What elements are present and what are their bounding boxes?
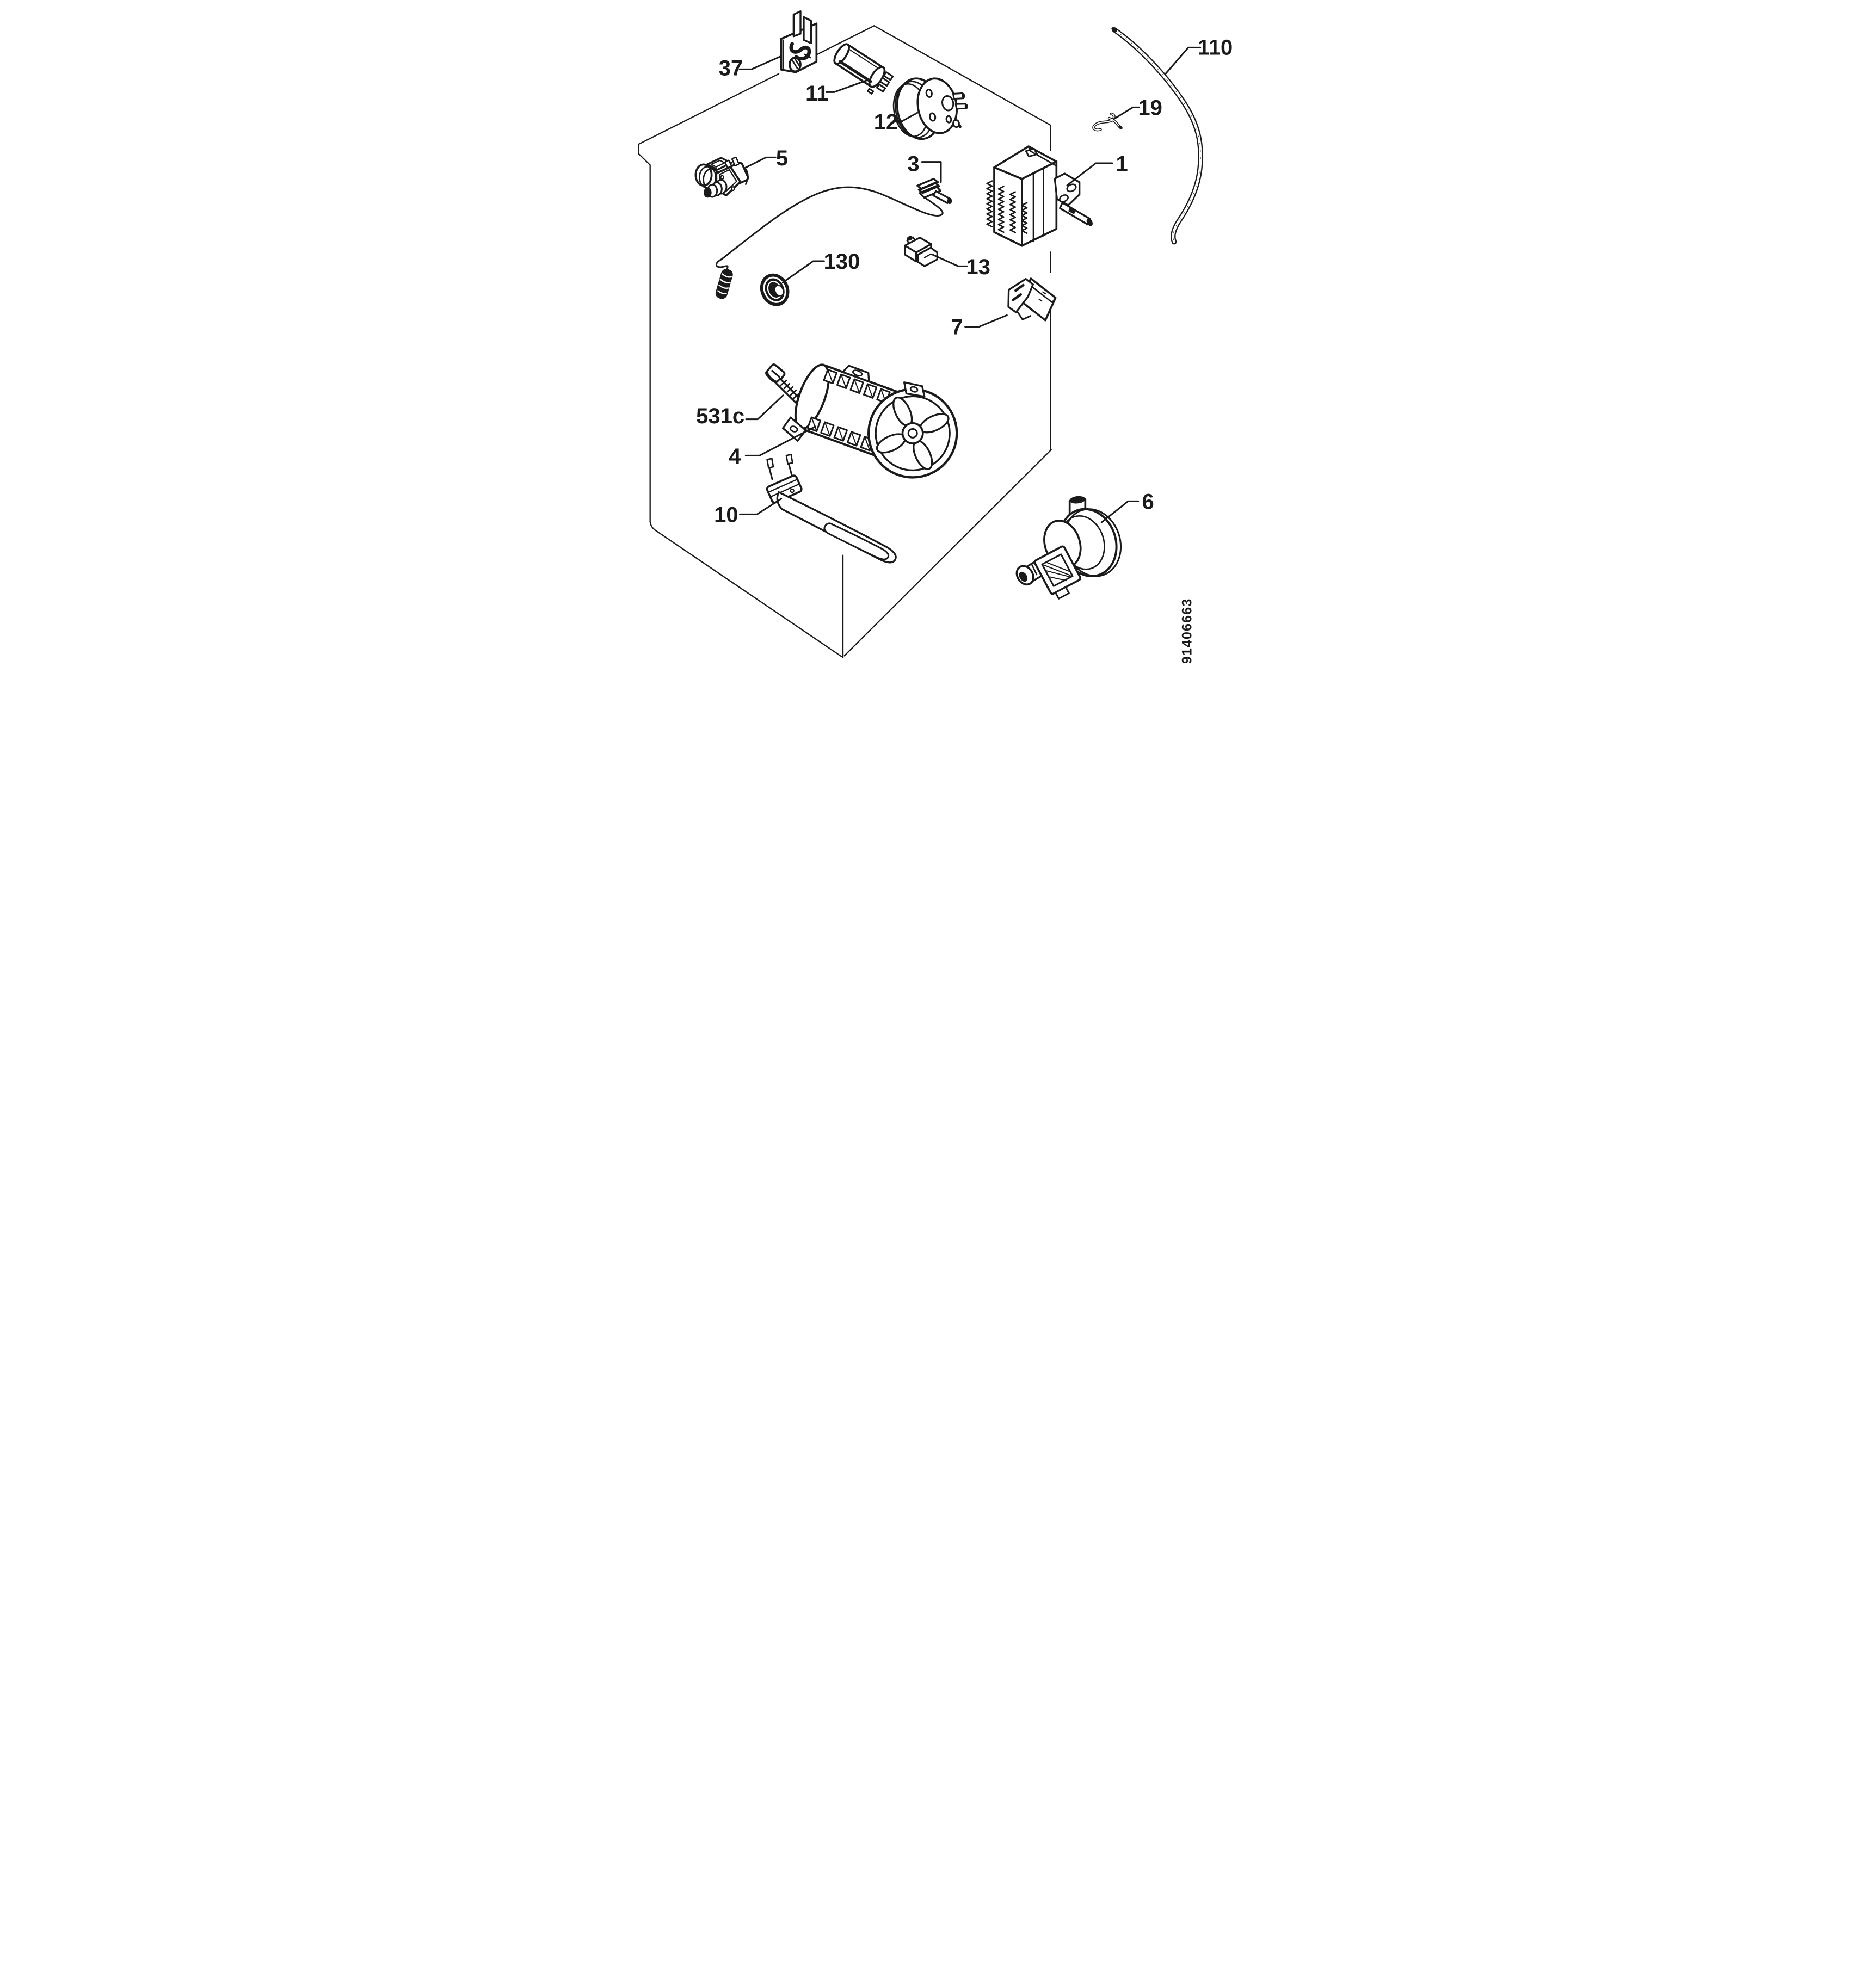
part-4-motor [782,363,958,479]
callout-130: 130 [824,250,860,274]
callout-3: 3 [907,152,919,176]
valve-top-box [706,157,732,171]
timer-left-face [993,166,1023,247]
callout-1: 1 [1116,152,1128,176]
heater-terminals [766,453,793,469]
part-1-timer [986,145,1093,247]
timer-right-face [1021,160,1058,247]
callout-19: 19 [1138,96,1162,120]
doc-number: 91406663 [1180,598,1195,663]
part-7-suppressor [1007,277,1057,322]
callout-4: 4 [729,444,741,468]
part-37-mounting-bracket [780,10,818,73]
switch-lower-block [917,246,938,267]
callout-13: 13 [966,255,990,279]
part-19-clip [1092,112,1123,132]
thermostat-shaft [932,190,951,204]
heater-inner-hairpin [823,522,890,560]
part-11-capacitor [833,43,894,95]
bracket-channel [792,10,812,44]
callout-6: 6 [1142,490,1154,514]
screw-threads [780,379,799,399]
capillary-tube [716,186,944,270]
exploded-view-drawing: 37 11 12 110 19 5 3 1 130 13 7 531c 4 10… [638,10,1233,663]
leader-lines [738,46,1202,523]
callout-10: 10 [714,503,738,527]
hose-tube [1111,27,1203,245]
part-12-pressure-switch [892,77,968,140]
timer-shaft [1058,201,1092,226]
part-531c-screw [765,363,801,404]
callout-leaders [738,46,1202,523]
callout-110: 110 [1198,36,1233,60]
bracket-spring-clip [789,42,811,61]
part-5-inlet-valve [694,156,749,198]
part-3-thermostat [715,177,952,299]
callout-labels: 37 11 12 110 19 5 3 1 130 13 7 531c 4 10… [696,36,1233,527]
callout-531c: 531c [696,404,744,428]
capillary-bulb [715,269,733,299]
part-6-drain-pump [1015,496,1122,600]
cabinet-outline [638,25,1052,658]
part-110-hose [1111,27,1203,245]
callout-37: 37 [719,56,743,80]
motor-lugs [782,365,926,442]
callout-7: 7 [951,316,963,339]
callout-5: 5 [776,146,788,170]
part-13-switch [904,236,938,267]
pump-connector-box [1033,545,1082,600]
part-10-heating-element [766,453,897,564]
callout-12: 12 [874,110,898,134]
timer-top-slot [1025,147,1038,158]
callout-11: 11 [805,82,828,106]
timer-terminal-combs [986,180,1028,234]
capacitor-terminals [866,71,894,95]
cabinet-edges [638,25,1052,658]
part-130-grommet [760,273,790,306]
diagram-page: 37 11 12 110 19 5 3 1 130 13 7 531c 4 10… [622,0,1244,663]
